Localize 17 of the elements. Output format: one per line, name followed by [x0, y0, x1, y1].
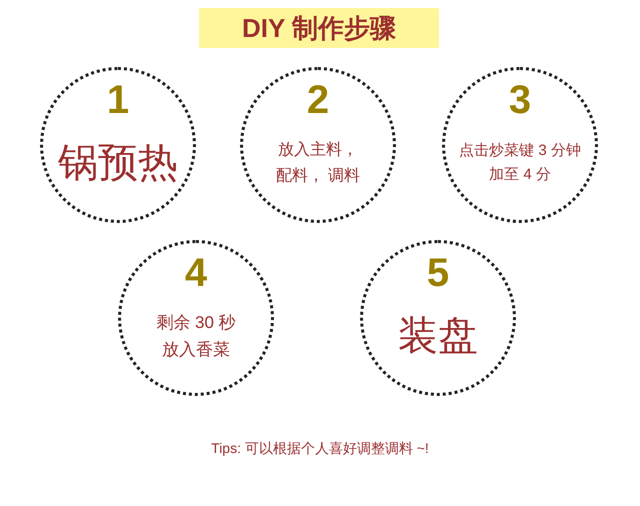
step-text: 放入主料，配料， 调料 — [275, 140, 361, 186]
step-text: 装盘 — [397, 313, 479, 360]
step-circle — [40, 67, 196, 223]
step-text: 点击炒菜键 3 分钟加至 4 分 — [459, 141, 581, 185]
step-circle — [360, 240, 516, 396]
step-number: 2 — [306, 78, 330, 122]
step-text: 锅预热 — [57, 140, 179, 187]
step-circle — [442, 67, 598, 223]
tip-note: Tips: 可以根据个人喜好调整调料 ~! — [210, 440, 430, 458]
step-circle — [118, 240, 274, 396]
step-number: 1 — [106, 78, 130, 122]
step-number: 5 — [426, 251, 450, 295]
step-number: 3 — [508, 78, 532, 122]
step-text: 剩余 30 秒放入香菜 — [155, 312, 237, 361]
step-circle — [240, 67, 396, 223]
title-banner: DIY 制作步骤 — [199, 8, 439, 48]
step-number: 4 — [184, 251, 208, 295]
